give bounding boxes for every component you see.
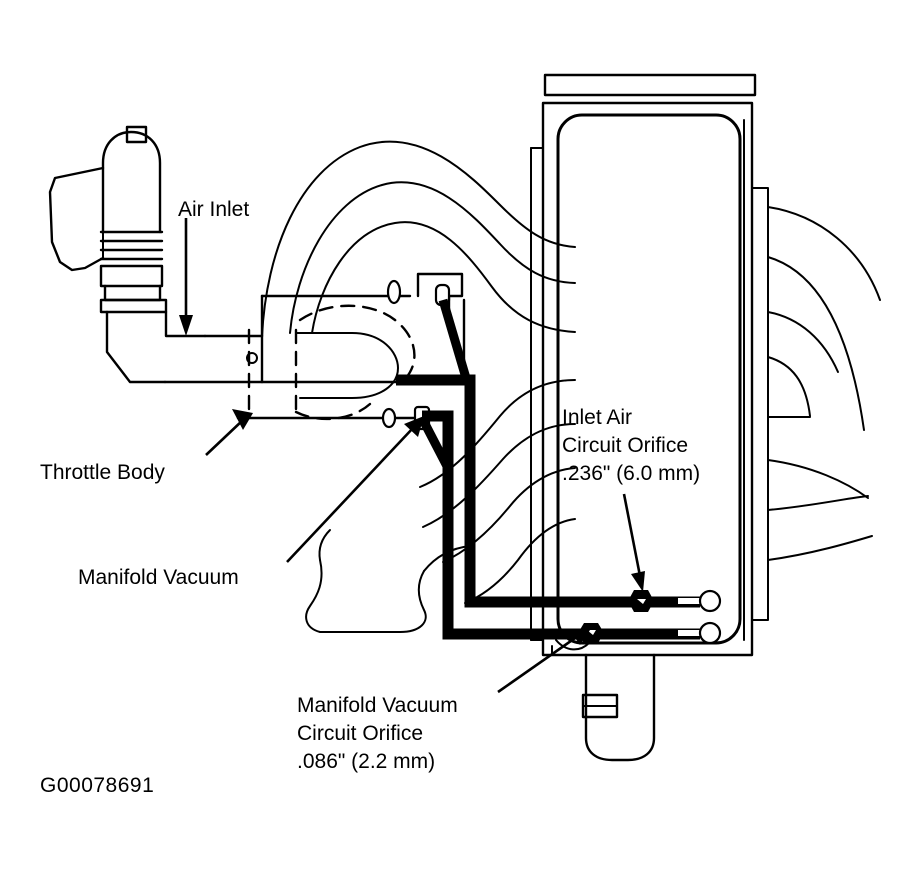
inlet-air-orifice-line-3: .236" (6.0 mm) <box>562 462 700 485</box>
air-inlet-duct <box>48 125 168 314</box>
label-throttle-body: Throttle Body <box>40 461 165 484</box>
figure-id-code: G00078691 <box>40 774 154 797</box>
inlet-air-orifice-marker <box>628 590 654 612</box>
label-manifold-vacuum-circuit-orifice: Manifold Vacuum Circuit Orifice .086" (2… <box>297 694 458 773</box>
right-side-engine-hoses <box>767 206 881 561</box>
throttle-body-assembly <box>236 272 466 421</box>
label-air-inlet: Air Inlet <box>178 198 249 221</box>
manifold-vacuum-orifice-leader <box>497 627 592 694</box>
engine-background-curves <box>261 140 576 633</box>
mv-orifice-line-3: .086" (2.2 mm) <box>297 750 435 773</box>
manifold-vacuum-leader <box>286 416 424 563</box>
intake-tube <box>105 310 264 384</box>
inlet-air-orifice-line-1: Inlet Air <box>562 406 632 429</box>
label-manifold-vacuum: Manifold Vacuum <box>78 566 239 589</box>
inlet-air-orifice-leader <box>622 493 645 592</box>
inlet-air-hose <box>396 298 700 608</box>
label-inlet-air-circuit-orifice: Inlet Air Circuit Orifice .236" (6.0 mm) <box>562 406 700 485</box>
mv-orifice-line-2: Circuit Orifice <box>297 722 423 745</box>
bottom-canister <box>581 653 656 762</box>
throttle-body-leader <box>205 409 253 456</box>
mv-orifice-line-1: Manifold Vacuum <box>297 694 458 717</box>
air-inlet-leader <box>179 218 193 336</box>
hose-end-fittings <box>678 589 722 645</box>
inlet-air-orifice-line-2: Circuit Orifice <box>562 434 688 457</box>
air-cleaner-box <box>530 73 769 657</box>
